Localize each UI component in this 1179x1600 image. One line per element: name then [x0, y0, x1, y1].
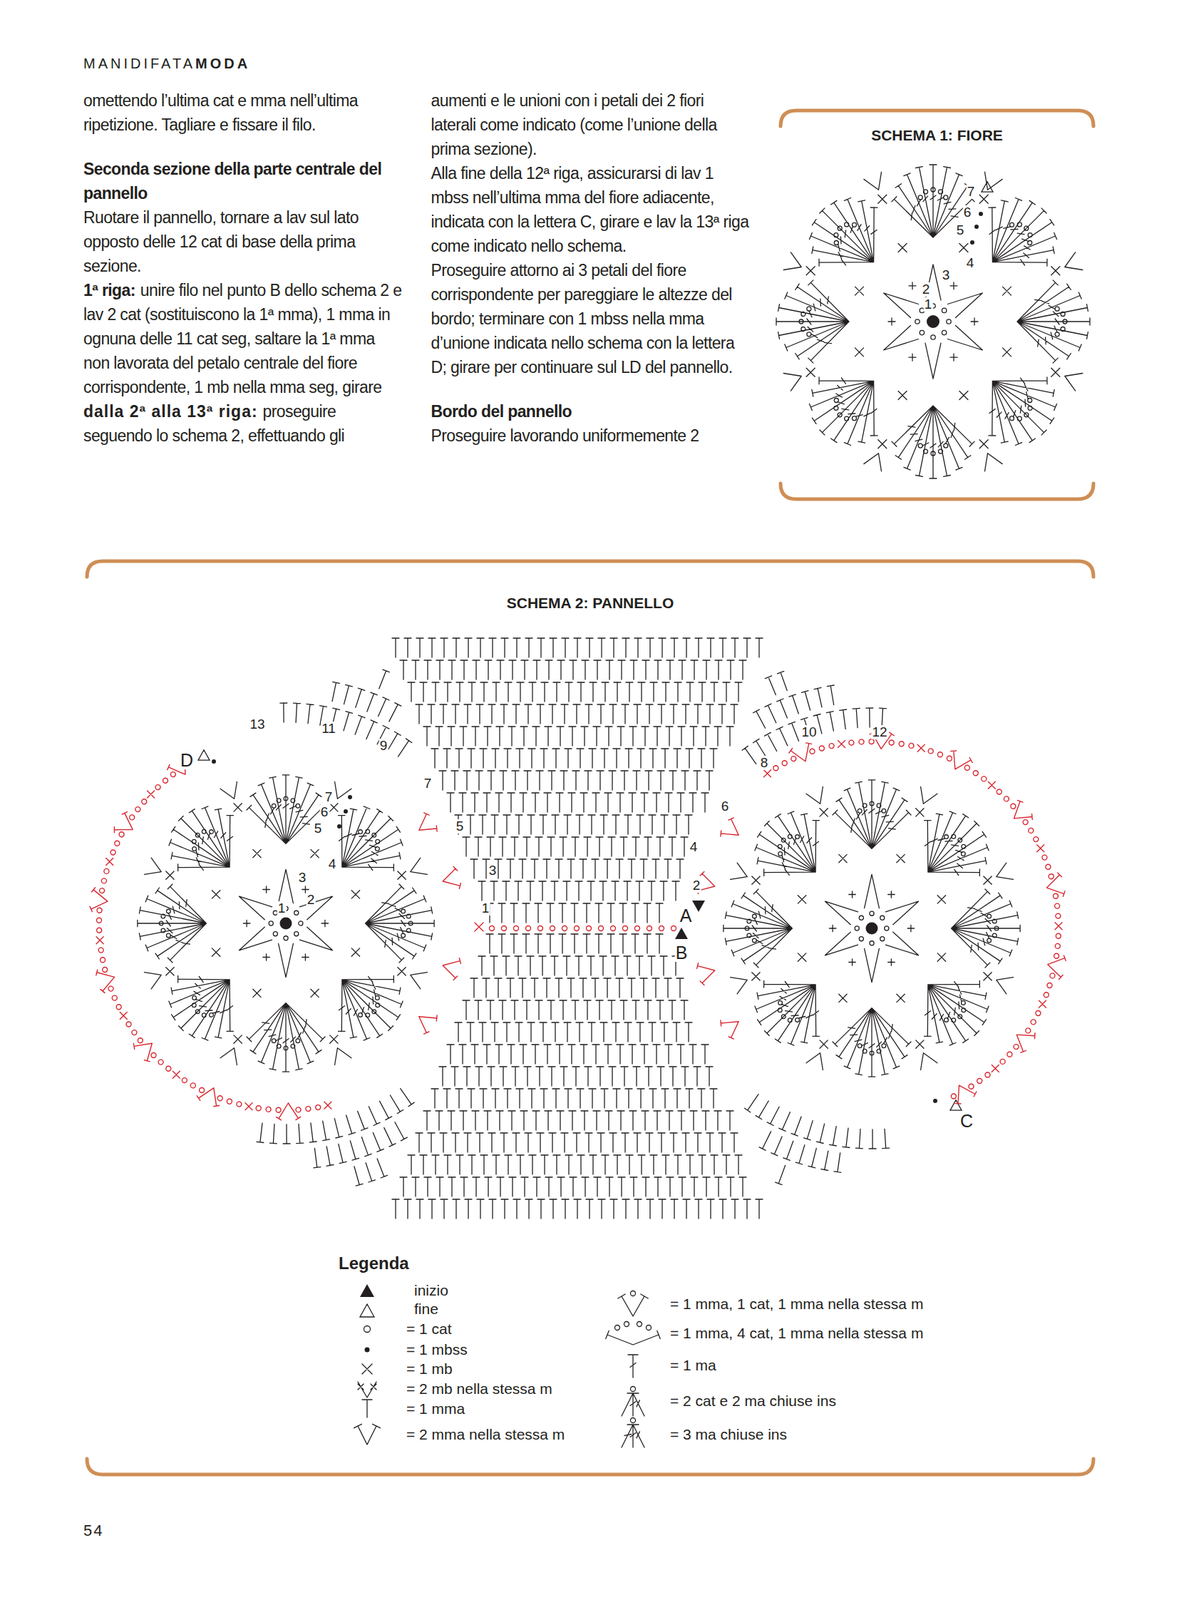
callout-number: 6 [963, 205, 973, 220]
callout-number: 7 [966, 184, 976, 199]
body-text: omettendo l’ultima cat e mma nell’ultima… [83, 91, 358, 135]
callout-number: 3 [941, 268, 951, 283]
schema-title: SCHEMA 2: PANNELLO [86, 593, 1094, 613]
body-text: Proseguire lavorando uniformemente 2 [431, 426, 700, 445]
point-letter: A [679, 905, 693, 925]
body-text: Proseguire attorno ai 3 petali del fiore… [431, 260, 735, 377]
callout-number: 2 [921, 282, 931, 297]
legend-text: = 2 cat e 2 ma chiuse ins [670, 1392, 837, 1410]
bold-text: Seconda sezione della parte centrale del… [83, 159, 382, 203]
point-letter: B [675, 943, 689, 962]
callout-number: 6 [720, 799, 730, 814]
legend-text: = 2 mb nella stessa m [406, 1380, 553, 1398]
callout-number: 5 [313, 821, 323, 836]
callout-number: 7 [324, 789, 334, 805]
point-letter: D [179, 750, 194, 770]
legend-text: = 1 ma [670, 1356, 717, 1374]
legend-text: fine [414, 1300, 439, 1318]
callout-number: 4 [689, 839, 699, 854]
callout-number: 2 [306, 892, 316, 907]
callout-number: 1 [481, 901, 491, 916]
border-stitches [89, 731, 1066, 1120]
callout-number: 3 [297, 870, 308, 885]
paragraph: Proseguire attorno ai 3 petali del fiore… [431, 258, 751, 380]
callout-number: 8 [759, 755, 770, 770]
bold-text: Bordo del pannello [431, 402, 572, 421]
running-head: MANIDIFATAMODA [83, 54, 251, 73]
paragraph: Alla fine della 12ª riga, assicurarsi di… [431, 161, 751, 259]
callout-number: 13 [248, 717, 266, 732]
legend-text: = 1 cat [406, 1320, 452, 1338]
bold-text: 1ª riga: [83, 280, 136, 300]
paragraph: Ruotare il pannello, tornare a lav sul l… [83, 205, 403, 278]
schema-frame: SCHEMA 2: PANNELLO [86, 560, 1094, 1475]
callout-number: 9 [379, 738, 389, 753]
legend-text: = 3 ma chiuse ins [670, 1425, 787, 1443]
legend-text: = 1 mma, 1 cat, 1 mma nella stessa m [670, 1295, 924, 1313]
magazine-name: MANIDIFATA [83, 55, 196, 72]
legend-text: = 1 mma [406, 1399, 465, 1418]
section-heading: Seconda sezione della parte centrale del… [83, 156, 403, 206]
callout-number: 2 [692, 878, 702, 893]
callout-number: 5 [455, 819, 465, 834]
callout-number: 11 [320, 721, 337, 736]
legend-text: = 1 mb [406, 1360, 453, 1378]
callout-number: 4 [327, 856, 338, 872]
paragraph: 1ª riga:unire filo nel punto B dello sch… [83, 277, 403, 400]
callout-number: 3 [488, 863, 498, 878]
paragraph: Proseguire lavorando uniformemente 2 [431, 423, 751, 448]
paragraph: omettendo l’ultima cat e mma nell’ultima… [83, 88, 403, 137]
legend-text: = 2 mma nella stessa m [406, 1425, 565, 1443]
legend-text: = 1 mma, 4 cat, 1 mma nella stessa m [670, 1324, 924, 1342]
legend-text: inizio [414, 1281, 449, 1299]
callout-number: 1 [277, 901, 287, 916]
schema-title: SCHEMA 1: FIORE [780, 126, 1094, 145]
page-number: 54 [83, 1521, 104, 1540]
legend-heading: Legenda [338, 1253, 410, 1274]
callout-number: 12 [871, 724, 888, 740]
body-text: Alla fine della 12ª riga, assicurarsi di… [431, 163, 750, 256]
callout-number: 5 [955, 223, 966, 238]
callout-number: 1 [923, 297, 934, 312]
point-letter: C [959, 1111, 974, 1130]
callout-number: 6 [320, 804, 330, 820]
legend-text: = 1 mbss [406, 1340, 468, 1358]
callout-number: 4 [965, 255, 976, 271]
bold-text: dalla 2ª alla 13ª riga: [83, 402, 259, 421]
schema-frame: SCHEMA 1: FIORE [780, 110, 1094, 499]
section-heading: Bordo del pannello [431, 399, 751, 424]
callout-number: 10 [800, 724, 817, 740]
text-columns: omettendo l’ultima cat e mma nell’ultima… [83, 88, 750, 448]
magazine-section: MODA [195, 55, 251, 72]
callout-number: 7 [423, 776, 433, 791]
body-text: Ruotare il pannello, tornare a lav sul l… [83, 208, 359, 276]
